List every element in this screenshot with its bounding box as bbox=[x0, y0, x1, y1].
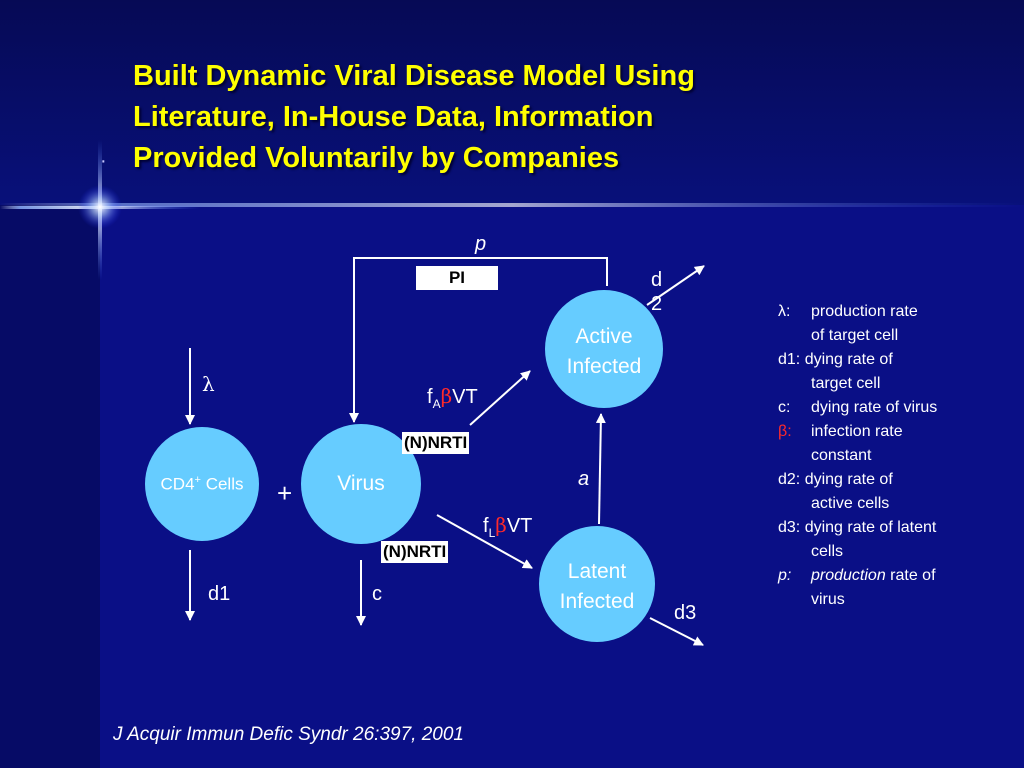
pi-box: PI bbox=[416, 266, 498, 290]
cd4-cells-label: CD4+ Cells bbox=[160, 474, 244, 494]
legend-row: β:infection rate bbox=[778, 423, 903, 440]
parameter-legend: λ:production rate of target cell d1: dyi… bbox=[778, 300, 1008, 612]
production-loop-p bbox=[349, 257, 608, 423]
latent-infected-label: Latent Infected bbox=[559, 560, 635, 613]
title-bullet: · bbox=[100, 150, 107, 172]
cd4-cells-node bbox=[145, 427, 259, 541]
plus-sign: + bbox=[277, 478, 293, 508]
citation: J Acquir Immun Defic Syndr 26:397, 2001 bbox=[113, 724, 464, 745]
legend-row: constant bbox=[811, 447, 872, 464]
legend-row: cells bbox=[811, 543, 844, 560]
legend-row: d1: dying rate of bbox=[778, 351, 893, 368]
fa-beta-vt-label: fAβVT bbox=[427, 384, 478, 411]
lambda-label: λ bbox=[202, 372, 215, 396]
fl-infection-arrow bbox=[436, 514, 533, 569]
title-line-3: Provided Voluntarily by Companies bbox=[133, 142, 620, 174]
a-label: a bbox=[578, 468, 590, 490]
legend-row: virus bbox=[811, 591, 845, 608]
active-infected-node bbox=[545, 290, 663, 408]
active-infected-label: Active Infected bbox=[566, 325, 642, 378]
activation-arrow-a bbox=[595, 413, 606, 525]
legend-row: target cell bbox=[811, 375, 881, 392]
d1-label: d1 bbox=[208, 583, 231, 605]
virus-node bbox=[301, 424, 421, 544]
latent-infected-node bbox=[539, 526, 655, 642]
d2-label: d 2 bbox=[651, 269, 663, 315]
fl-beta-vt-label: fLβVT bbox=[483, 513, 533, 540]
c-label: c bbox=[372, 583, 382, 605]
title-line-2: Literature, In-House Data, Information bbox=[133, 101, 654, 133]
fa-infection-arrow bbox=[469, 370, 531, 426]
nrti-upper-box: (N)NRTI bbox=[402, 432, 470, 454]
legend-row: active cells bbox=[811, 495, 890, 512]
d3-label: d3 bbox=[674, 602, 697, 624]
legend-row: d3: dying rate of latent bbox=[778, 519, 937, 536]
d3-arrow bbox=[649, 617, 704, 646]
d2-arrow bbox=[646, 265, 705, 306]
legend-row: c:dying rate of virus bbox=[778, 399, 938, 416]
slide-title: Built Dynamic Viral Disease Model Using … bbox=[133, 56, 853, 179]
legend-row: of target cell bbox=[811, 327, 899, 344]
legend-row: p:production rate of bbox=[778, 567, 936, 584]
nrti-lower-box: (N)NRTI bbox=[381, 541, 449, 563]
p-label: p bbox=[475, 233, 487, 255]
title-line-1: Built Dynamic Viral Disease Model Using bbox=[133, 60, 695, 92]
legend-row: d2: dying rate of bbox=[778, 471, 893, 488]
virus-label: Virus bbox=[337, 472, 385, 495]
legend-row: λ:production rate bbox=[778, 303, 918, 320]
